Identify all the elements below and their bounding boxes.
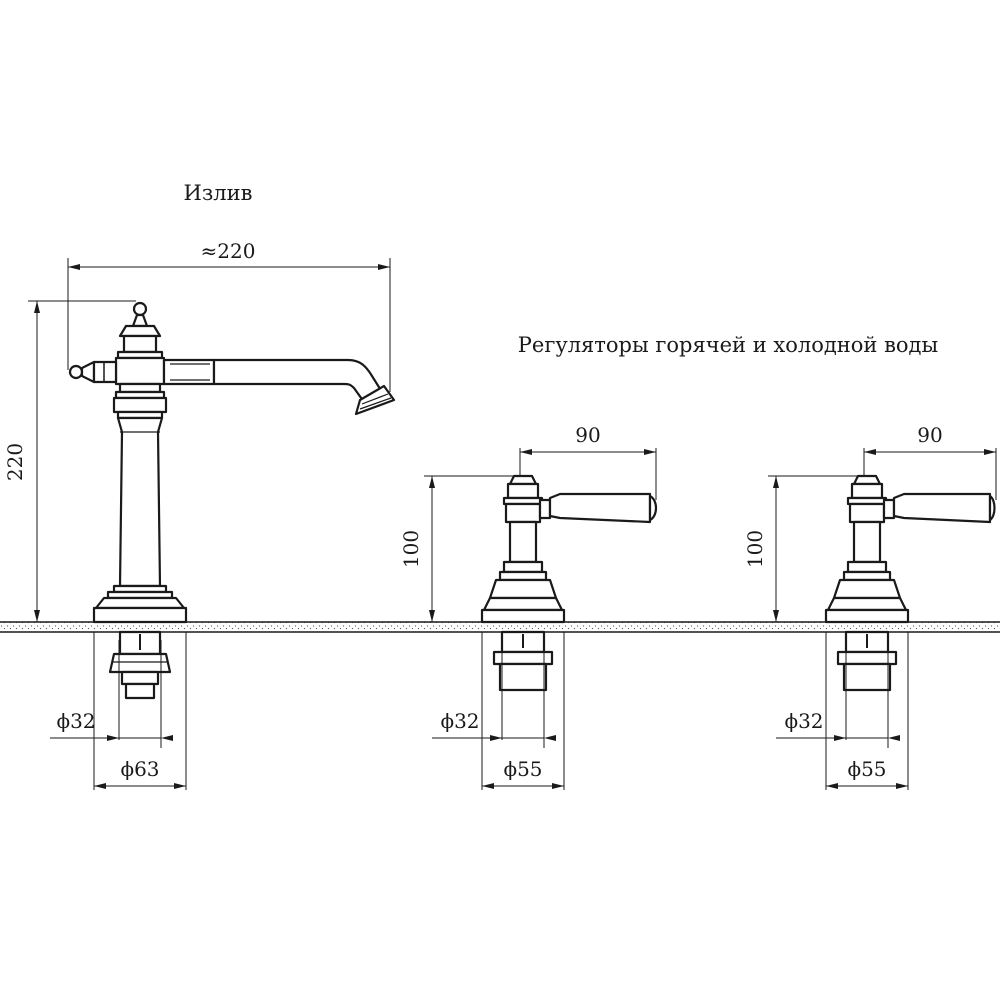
spout-title: Излив [184, 181, 253, 205]
spout-inner-diameter-label: ϕ32 [56, 709, 95, 733]
valve-right-outer-diameter-label: ϕ55 [847, 757, 886, 781]
spout-height-label: 220 [3, 443, 27, 481]
valve-right-height-label: 100 [743, 530, 767, 568]
valve-left-drawing [480, 474, 658, 692]
valve-right-drawing [824, 474, 996, 692]
valves-title: Регуляторы горячей и холодной воды [518, 333, 938, 357]
spout-outer-diameter-label: ϕ63 [120, 757, 159, 781]
valve-left-outer-diameter-label: ϕ55 [503, 757, 542, 781]
valve-right-inner-diameter-label: ϕ32 [784, 709, 823, 733]
spout-drawing [68, 301, 396, 700]
valve-left-dimensions [424, 448, 657, 790]
valve-left-inner-diameter-label: ϕ32 [440, 709, 479, 733]
valve-right-dimensions [768, 448, 997, 790]
valve-left-width-label: 90 [575, 423, 600, 447]
countertop [0, 621, 1000, 633]
spout-width-label: ≈220 [201, 239, 256, 263]
spout-dimensions [28, 258, 391, 790]
valve-left-height-label: 100 [399, 530, 423, 568]
valve-right-width-label: 90 [917, 423, 942, 447]
